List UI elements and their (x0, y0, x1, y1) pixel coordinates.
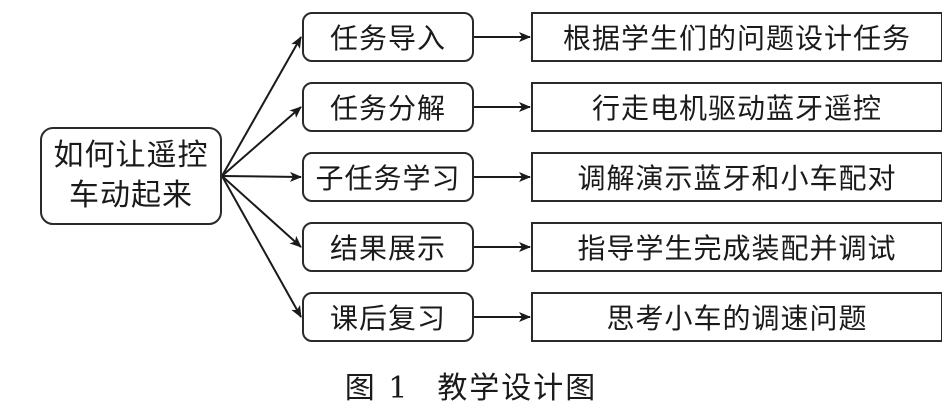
step-node-2: 任务分解 (302, 82, 474, 132)
result-node-1: 根据学生们的问题设计任务 (531, 12, 942, 62)
step-node-3: 子任务学习 (302, 152, 474, 202)
step-node-1: 任务导入 (302, 12, 474, 62)
root-line-2: 车动起来 (69, 178, 193, 213)
result-label-4: 指导学生完成装配并调试 (577, 232, 897, 265)
fan-arrows (221, 36, 302, 318)
root-node: 如何让遥控 车动起来 (40, 127, 222, 225)
result-node-3: 调解演示蓝牙和小车配对 (531, 152, 942, 202)
step-node-4: 结果展示 (302, 222, 474, 272)
fan-arrow-3 (221, 171, 302, 182)
fan-arrow-2 (221, 106, 302, 177)
fan-arrow-4 (221, 175, 302, 248)
figure-title: 教学设计图 (437, 371, 598, 406)
step-label-5: 课后复习 (329, 302, 446, 335)
result-node-5: 思考小车的调速问题 (531, 292, 942, 342)
result-label-2: 行走电机驱动蓝牙遥控 (591, 92, 882, 125)
step-label-2: 任务分解 (329, 92, 446, 125)
fan-arrow-5 (221, 175, 302, 318)
result-node-4: 指导学生完成装配并调试 (531, 222, 942, 272)
step-label-4: 结果展示 (329, 232, 446, 265)
step-label-1: 任务导入 (329, 22, 446, 55)
horizontal-arrows (474, 32, 531, 322)
step-label-3: 子任务学习 (315, 162, 461, 195)
fan-arrow-1 (221, 36, 302, 177)
result-node-2: 行走电机驱动蓝牙遥控 (531, 82, 942, 132)
result-label-3: 调解演示蓝牙和小车配对 (577, 162, 897, 195)
result-label-5: 思考小车的调速问题 (606, 302, 868, 335)
step-node-5: 课后复习 (302, 292, 474, 342)
figure-caption: 图 1 教学设计图 (0, 363, 942, 407)
root-line-1: 如何让遥控 (53, 138, 209, 173)
result-label-1: 根据学生们的问题设计任务 (562, 22, 911, 55)
figure-number: 图 1 (344, 371, 410, 406)
